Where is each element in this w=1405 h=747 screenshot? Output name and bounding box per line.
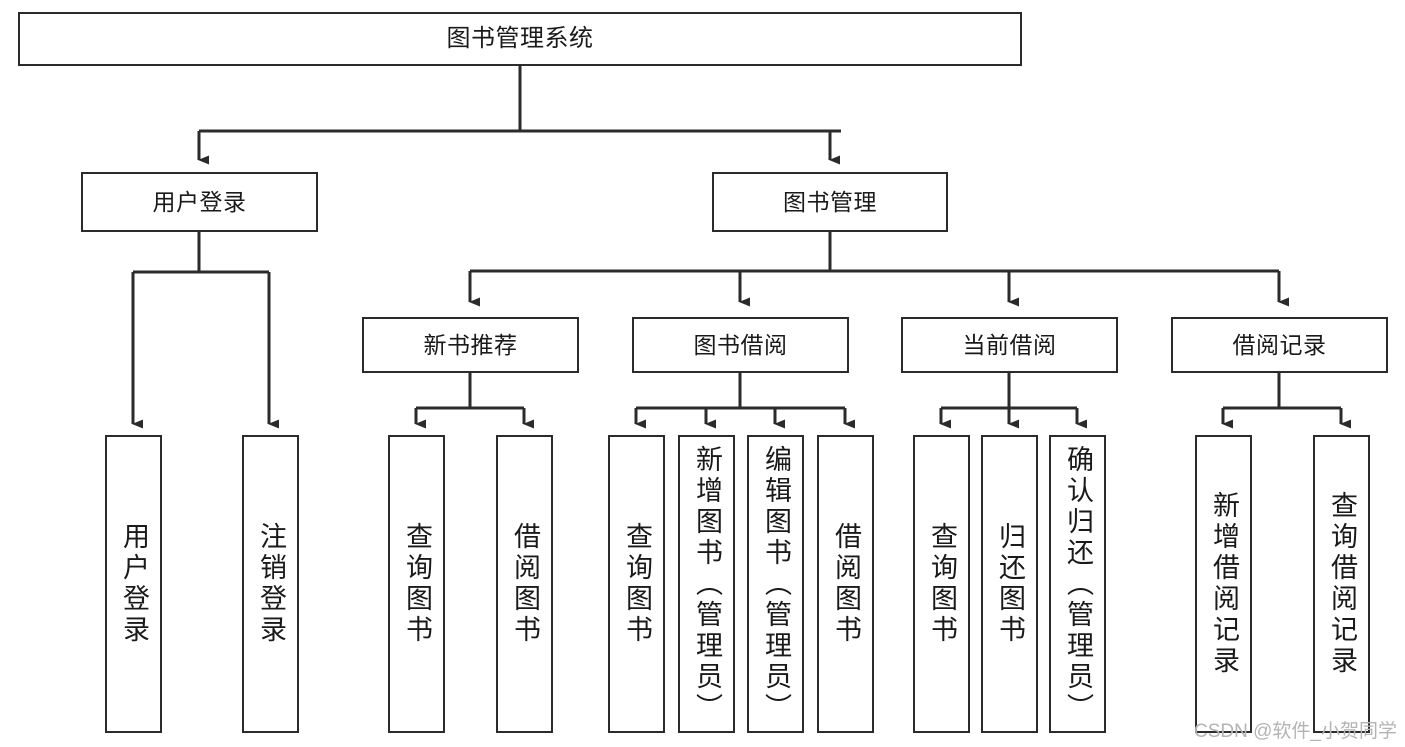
node-label: 确认归还（管理员） xyxy=(1063,444,1093,724)
node-label: 用户登录 xyxy=(119,522,149,646)
leaf-logout-login[interactable]: 注销登录 xyxy=(242,435,299,733)
leaf-user-login[interactable]: 用户登录 xyxy=(105,435,162,733)
node-label: 新增图书（管理员） xyxy=(692,444,722,724)
node-label: 新增借阅记录 xyxy=(1209,491,1239,677)
csdn-watermark: CSDN @软件_小贺同学 xyxy=(1194,721,1397,742)
leaf-query-book-borrow[interactable]: 查询图书 xyxy=(608,435,665,733)
leaf-query-borrow-record[interactable]: 查询借阅记录 xyxy=(1313,435,1370,733)
node-label: 用户登录 xyxy=(152,188,247,215)
node-label: 借阅记录 xyxy=(1232,331,1327,358)
node-label: 当前借阅 xyxy=(962,331,1057,358)
node-label: 图书管理系统 xyxy=(446,25,594,53)
node-label: 图书借阅 xyxy=(693,331,788,358)
leaf-query-book-current[interactable]: 查询图书 xyxy=(913,435,970,733)
node-label: 查询借阅记录 xyxy=(1327,491,1357,677)
leaf-query-book-new[interactable]: 查询图书 xyxy=(388,435,445,733)
node-book-management[interactable]: 图书管理 xyxy=(712,172,948,232)
node-label: 借阅图书 xyxy=(510,522,540,646)
leaf-return-book[interactable]: 归还图书 xyxy=(981,435,1038,733)
node-label: 查询图书 xyxy=(402,522,432,646)
leaf-edit-book-admin[interactable]: 编辑图书（管理员） xyxy=(747,435,804,733)
node-label: 查询图书 xyxy=(927,522,957,646)
node-label: 图书管理 xyxy=(783,188,877,215)
node-new-book-recommend[interactable]: 新书推荐 xyxy=(362,317,579,373)
leaf-add-borrow-record[interactable]: 新增借阅记录 xyxy=(1195,435,1252,733)
leaf-borrow-book-borrow[interactable]: 借阅图书 xyxy=(817,435,874,733)
node-label: 注销登录 xyxy=(256,522,286,646)
node-borrow-record[interactable]: 借阅记录 xyxy=(1171,317,1388,373)
node-book-borrow[interactable]: 图书借阅 xyxy=(632,317,849,373)
leaf-confirm-return-admin[interactable]: 确认归还（管理员） xyxy=(1049,435,1106,733)
node-root-book-management-system[interactable]: 图书管理系统 xyxy=(18,12,1022,66)
leaf-add-book-admin[interactable]: 新增图书（管理员） xyxy=(678,435,735,733)
node-label: 借阅图书 xyxy=(831,522,861,646)
leaf-borrow-book-new[interactable]: 借阅图书 xyxy=(496,435,553,733)
node-label: 新书推荐 xyxy=(423,331,518,358)
node-label: 归还图书 xyxy=(995,522,1025,646)
node-current-borrow[interactable]: 当前借阅 xyxy=(901,317,1118,373)
node-label: 编辑图书（管理员） xyxy=(761,444,791,724)
node-label: 查询图书 xyxy=(622,522,652,646)
node-user-login[interactable]: 用户登录 xyxy=(81,172,318,232)
